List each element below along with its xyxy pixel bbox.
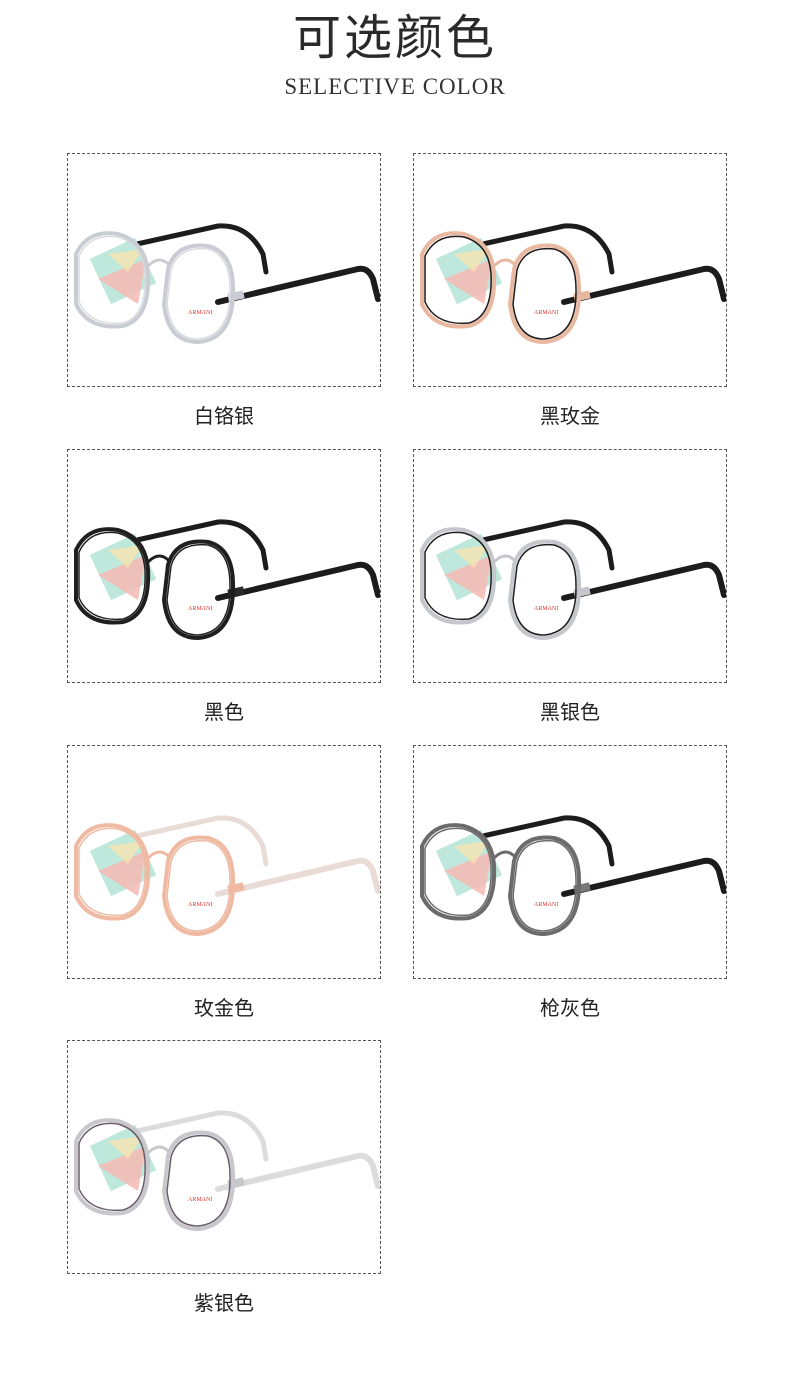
bridge [146, 1145, 172, 1155]
left-lens-rim [74, 231, 151, 329]
page-subtitle: SELECTIVE COLOR [284, 74, 506, 99]
right-lens-inner [166, 247, 231, 340]
left-lens-rim [74, 1118, 151, 1216]
right-lens-inner [166, 543, 231, 636]
left-lens-rim [420, 823, 497, 921]
svg-text:ARMANI: ARMANI [188, 902, 212, 908]
back-temple [125, 815, 269, 867]
bridge [146, 258, 172, 268]
back-temple [125, 1110, 269, 1162]
left-lens-rim [420, 231, 497, 329]
right-lens-rim [507, 243, 582, 345]
product-image: ARMANI [67, 1040, 381, 1274]
color-label: 紫银色 [194, 1291, 254, 1315]
right-lens-rim [507, 539, 582, 641]
color-option-card[interactable]: ARMANI 白铬银 [67, 153, 381, 429]
color-label: 黑色 [204, 700, 244, 724]
bridge [492, 554, 518, 564]
bridge [146, 850, 172, 860]
color-option-card[interactable]: ARMANI 黑银色 [413, 449, 727, 725]
left-lens-rim [74, 823, 151, 921]
right-lens-rim [161, 1130, 236, 1232]
svg-text:ARMANI: ARMANI [188, 1197, 212, 1203]
left-lens-inner [78, 1122, 146, 1212]
color-option-card[interactable]: ARMANI 黑色 [67, 449, 381, 725]
right-lens-rim [161, 835, 236, 937]
color-option-card[interactable]: ARMANI 黑玫金 [413, 153, 727, 429]
product-image: ARMANI [413, 745, 727, 979]
left-lens-inner [424, 235, 492, 325]
back-temple [471, 815, 615, 867]
right-lens-inner [166, 839, 231, 932]
right-lens-rim [507, 835, 582, 937]
back-temple [471, 519, 615, 571]
bridge [492, 258, 518, 268]
left-lens-inner [424, 827, 492, 917]
left-lens-inner [424, 531, 492, 621]
svg-text:ARMANI: ARMANI [188, 606, 212, 612]
back-temple [125, 519, 269, 571]
front-temple [561, 561, 726, 601]
right-lens-inner [512, 247, 577, 340]
product-image: ARMANI [67, 449, 381, 683]
product-image: ARMANI [413, 153, 727, 387]
color-label: 黑银色 [540, 700, 600, 724]
left-lens-inner [78, 235, 146, 325]
svg-text:ARMANI: ARMANI [534, 902, 558, 908]
front-temple [215, 561, 380, 601]
front-temple [215, 857, 380, 897]
bridge [146, 554, 172, 564]
front-temple [561, 857, 726, 897]
svg-text:ARMANI: ARMANI [534, 310, 558, 316]
back-temple [471, 223, 615, 275]
color-label: 枪灰色 [540, 996, 600, 1020]
color-option-card[interactable]: ARMANI 玫金色 [67, 745, 381, 1021]
color-option-card[interactable]: ARMANI 紫银色 [67, 1040, 381, 1316]
product-image: ARMANI [413, 449, 727, 683]
left-lens-rim [74, 527, 151, 625]
back-temple [125, 223, 269, 275]
right-lens-inner [166, 1134, 231, 1227]
right-lens-rim [161, 539, 236, 641]
color-label: 黑玫金 [540, 404, 600, 428]
front-temple [561, 265, 726, 305]
left-lens-inner [78, 827, 146, 917]
front-temple [215, 265, 380, 305]
page-title: 可选颜色 [292, 10, 497, 66]
product-image: ARMANI [67, 153, 381, 387]
right-lens-rim [161, 243, 236, 345]
svg-text:ARMANI: ARMANI [188, 310, 212, 316]
right-lens-inner [512, 839, 577, 932]
left-lens-rim [420, 527, 497, 625]
color-option-card[interactable]: ARMANI 枪灰色 [413, 745, 727, 1021]
color-label: 白铬银 [194, 404, 254, 428]
left-lens-inner [78, 531, 146, 621]
color-label: 玫金色 [194, 996, 254, 1020]
right-lens-inner [512, 543, 577, 636]
bridge [492, 850, 518, 860]
product-image: ARMANI [67, 745, 381, 979]
svg-text:ARMANI: ARMANI [534, 606, 558, 612]
front-temple [215, 1152, 380, 1192]
